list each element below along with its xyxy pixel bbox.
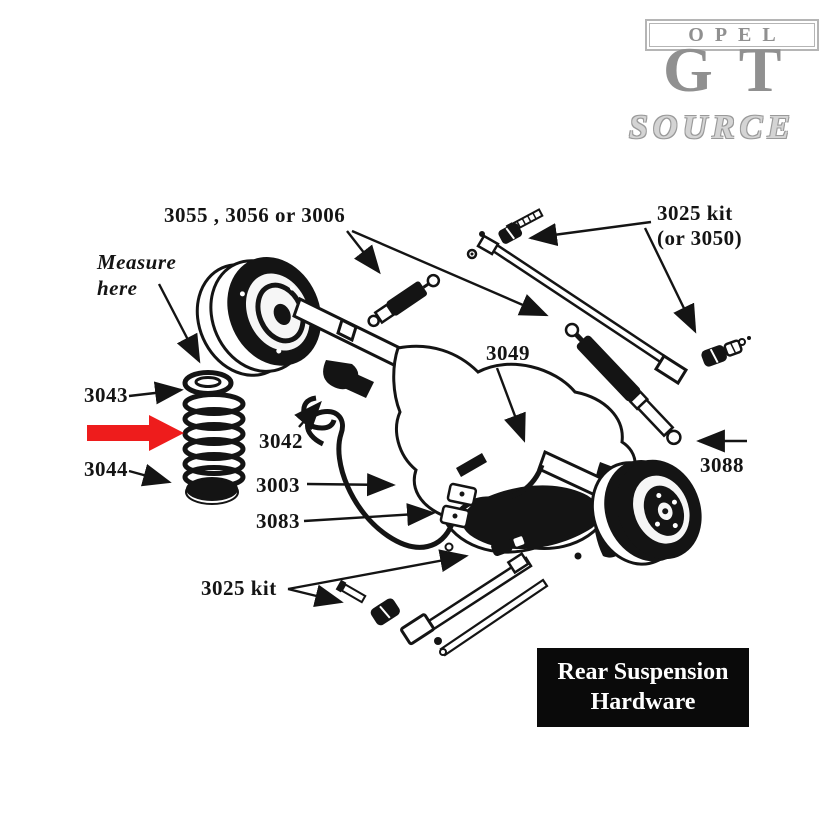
shock-absorber-right bbox=[564, 322, 682, 446]
diagram-title-box: Rear Suspension Hardware bbox=[537, 648, 749, 727]
sway-bar-clamp bbox=[446, 482, 478, 507]
label-3044: 3044 bbox=[84, 457, 128, 481]
axle-tube-left bbox=[292, 296, 406, 398]
shock-absorber-upper bbox=[367, 273, 441, 328]
label-3088: 3088 bbox=[700, 453, 744, 477]
red-highlight-arrow bbox=[87, 415, 184, 451]
label-measure-here: Measure here bbox=[97, 249, 176, 301]
label-3025-kit-top-line1: 3025 kit bbox=[657, 201, 733, 225]
panhard-bolt-bushings-left bbox=[466, 208, 544, 260]
coil-spring bbox=[182, 392, 246, 489]
spring-isolator-ring-3044 bbox=[185, 477, 239, 505]
label-3025-kit-top: 3025 kit (or 3050) bbox=[657, 201, 742, 251]
opel-logo-badge: OPEL bbox=[645, 19, 819, 51]
label-3043: 3043 bbox=[84, 383, 128, 407]
label-shock-options: 3055 , 3056 or 3006 bbox=[164, 203, 346, 227]
gt-logo-text: GT bbox=[663, 34, 808, 105]
label-3025-kit-top-line2: (or 3050) bbox=[657, 226, 743, 250]
diagram-title-line2: Hardware bbox=[590, 689, 696, 715]
label-3049: 3049 bbox=[486, 341, 530, 365]
source-logo-text: SOURCE bbox=[629, 109, 796, 146]
label-measure-line2: here bbox=[97, 276, 138, 300]
label-3042: 3042 bbox=[259, 429, 303, 453]
left-brake-drum bbox=[195, 257, 322, 377]
panhard-bushings-right bbox=[701, 336, 751, 367]
sway-bar-clamp-3083 bbox=[439, 504, 471, 529]
diagram-title-line1: Rear Suspension bbox=[557, 659, 729, 685]
panhard-rod bbox=[476, 231, 689, 386]
control-arm-hardware bbox=[335, 533, 582, 657]
leader-arrows bbox=[128, 220, 747, 608]
label-3003: 3003 bbox=[256, 473, 300, 497]
spring-seat-ring-3043 bbox=[182, 370, 234, 396]
label-3025-kit-bottom: 3025 kit bbox=[201, 576, 277, 600]
sway-bar-3003 bbox=[305, 409, 545, 550]
right-brake-drum bbox=[590, 459, 702, 566]
label-3083: 3083 bbox=[256, 509, 300, 533]
label-measure-line1: Measure bbox=[97, 250, 177, 274]
